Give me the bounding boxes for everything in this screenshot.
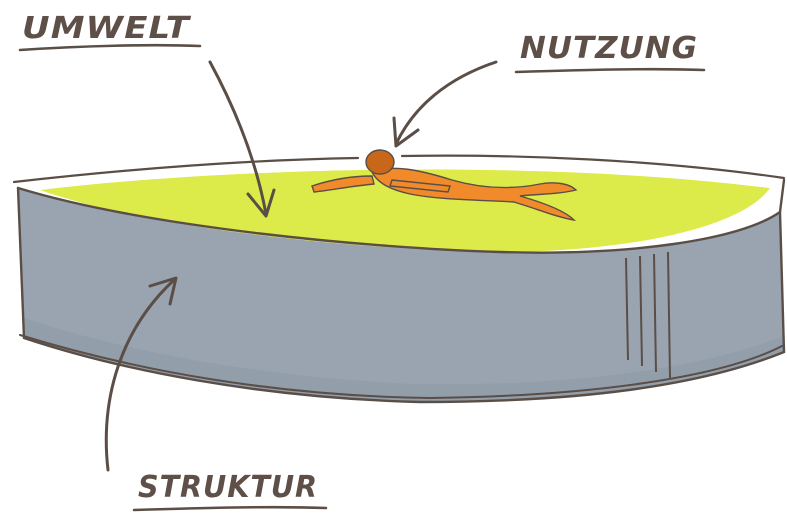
pool-wall — [16, 186, 786, 404]
label-struktur-underline — [132, 505, 328, 512]
label-struktur: STRUKTUR — [138, 470, 318, 505]
umwelt-arrow — [208, 60, 276, 218]
label-nutzung-underline — [514, 67, 706, 74]
nutzung-arrow — [392, 60, 498, 148]
swimmer-figure — [311, 149, 578, 221]
label-umwelt: UMWELT — [22, 11, 192, 46]
water-surface — [12, 154, 786, 254]
label-nutzung: NUTZUNG — [520, 31, 698, 66]
label-umwelt-underline — [18, 43, 202, 52]
struktur-arrow — [104, 276, 178, 472]
